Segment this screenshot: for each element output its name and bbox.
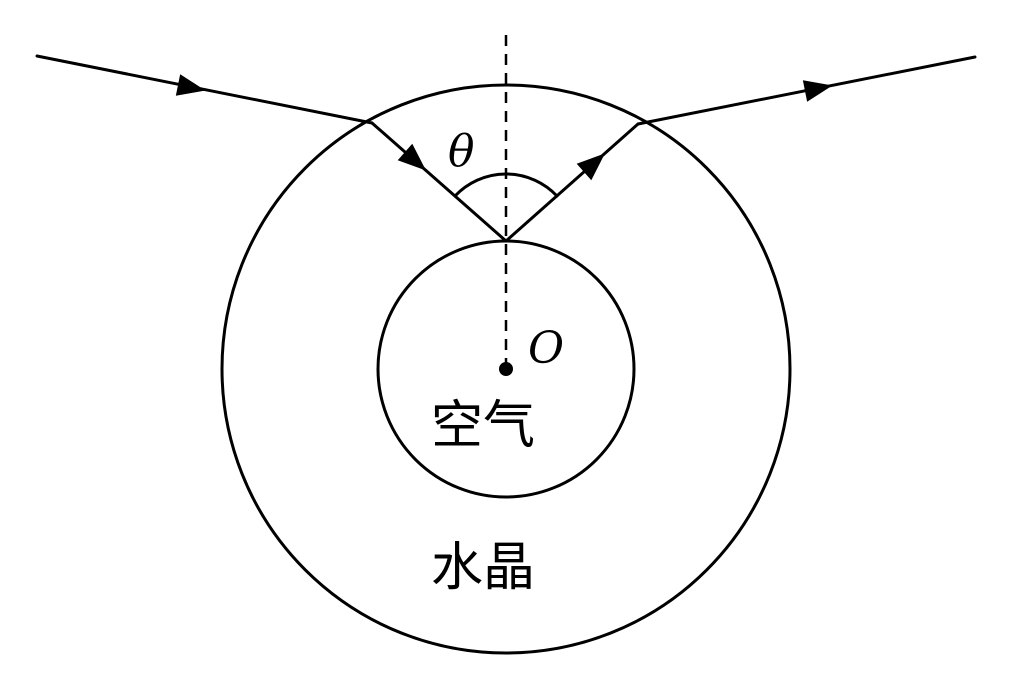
- center-label: O: [528, 323, 564, 374]
- outer-circle: [220, 83, 792, 655]
- angle-label: θ: [448, 126, 475, 177]
- arrow-emergent: [802, 80, 833, 102]
- outer-region-label: 水晶: [431, 538, 535, 598]
- arrow-refracted: [397, 143, 427, 171]
- arrow-incident: [175, 74, 206, 96]
- arrow-reflected: [576, 153, 605, 181]
- center-point: [499, 362, 513, 376]
- reflected-ray-out: [504, 122, 640, 243]
- incident-ray: [35, 54, 374, 125]
- refracted-ray-in: [370, 121, 508, 243]
- angle-arc: [453, 172, 559, 198]
- inner-region-label: 空气: [431, 396, 535, 456]
